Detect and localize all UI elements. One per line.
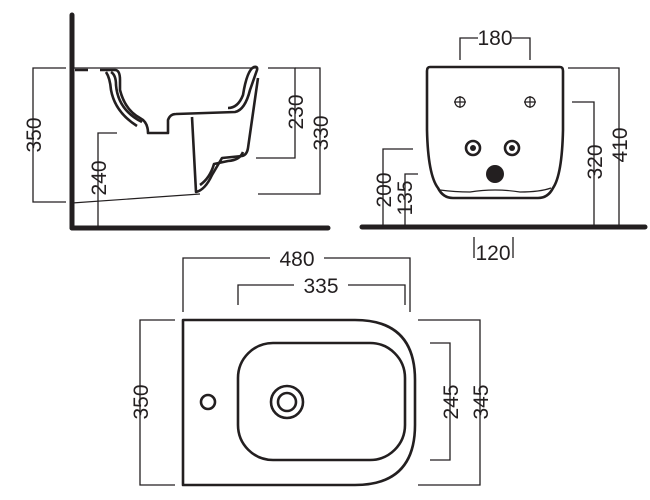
dim-label-345: 345 bbox=[470, 384, 493, 419]
dim-line-230 bbox=[256, 67, 296, 159]
dim-line-350 bbox=[139, 319, 175, 486]
dim-line-135 bbox=[404, 173, 418, 227]
dim-line-180-left bbox=[459, 37, 478, 60]
top-view: 480 335 350 245 345 bbox=[130, 248, 493, 487]
dim-label-180: 180 bbox=[477, 27, 512, 50]
dim-line-245 bbox=[430, 342, 451, 461]
underside-line bbox=[71, 193, 201, 204]
dim-label-200: 200 bbox=[373, 172, 396, 207]
dim-line-410 bbox=[568, 67, 620, 227]
waste-outlet-icon bbox=[486, 165, 504, 183]
fixing-hole-left-icon bbox=[454, 96, 466, 108]
bidet-front-outline bbox=[425, 65, 565, 200]
dim-line-345 bbox=[418, 319, 481, 486]
side-view: 350 240 230 330 bbox=[23, 12, 333, 231]
dim-label-120: 120 bbox=[475, 242, 510, 265]
tap-hole-icon bbox=[199, 393, 217, 411]
dim-label-230: 230 bbox=[285, 94, 308, 129]
dim-line-480-left bbox=[182, 257, 270, 312]
supply-hole-right-icon bbox=[503, 139, 521, 157]
bidet-side-profile bbox=[75, 65, 260, 194]
dim-line-180-right bbox=[512, 37, 531, 60]
front-view: 180 410 320 200 135 120 bbox=[359, 27, 648, 265]
dim-line-335-right bbox=[348, 284, 406, 305]
dim-line-480-right bbox=[324, 257, 411, 312]
dim-label-245: 245 bbox=[440, 384, 463, 419]
dim-line-320 bbox=[572, 101, 595, 227]
fixing-hole-right-icon bbox=[524, 96, 536, 108]
dim-label-135: 135 bbox=[394, 180, 417, 215]
dim-label-335: 335 bbox=[303, 275, 338, 298]
bowl-outline bbox=[236, 341, 407, 462]
dim-line-240 bbox=[97, 132, 117, 228]
dim-label-480: 480 bbox=[279, 248, 314, 271]
dim-label-240: 240 bbox=[88, 160, 111, 195]
drain-inner-icon bbox=[276, 391, 298, 413]
dim-line-330 bbox=[258, 67, 321, 195]
bowl-base-line bbox=[439, 187, 552, 193]
dim-label-350: 350 bbox=[130, 384, 153, 419]
dim-label-330: 330 bbox=[310, 115, 333, 150]
bidet-top-outline bbox=[181, 318, 417, 487]
dim-line-350 bbox=[32, 67, 66, 203]
dim-label-320: 320 bbox=[584, 144, 607, 179]
dim-line-335-left bbox=[237, 284, 294, 305]
drain-outer-icon bbox=[269, 384, 305, 420]
dim-label-350: 350 bbox=[23, 117, 46, 152]
supply-hole-left-icon bbox=[464, 139, 482, 157]
dim-label-410: 410 bbox=[609, 127, 632, 162]
dim-line-200 bbox=[382, 148, 413, 227]
